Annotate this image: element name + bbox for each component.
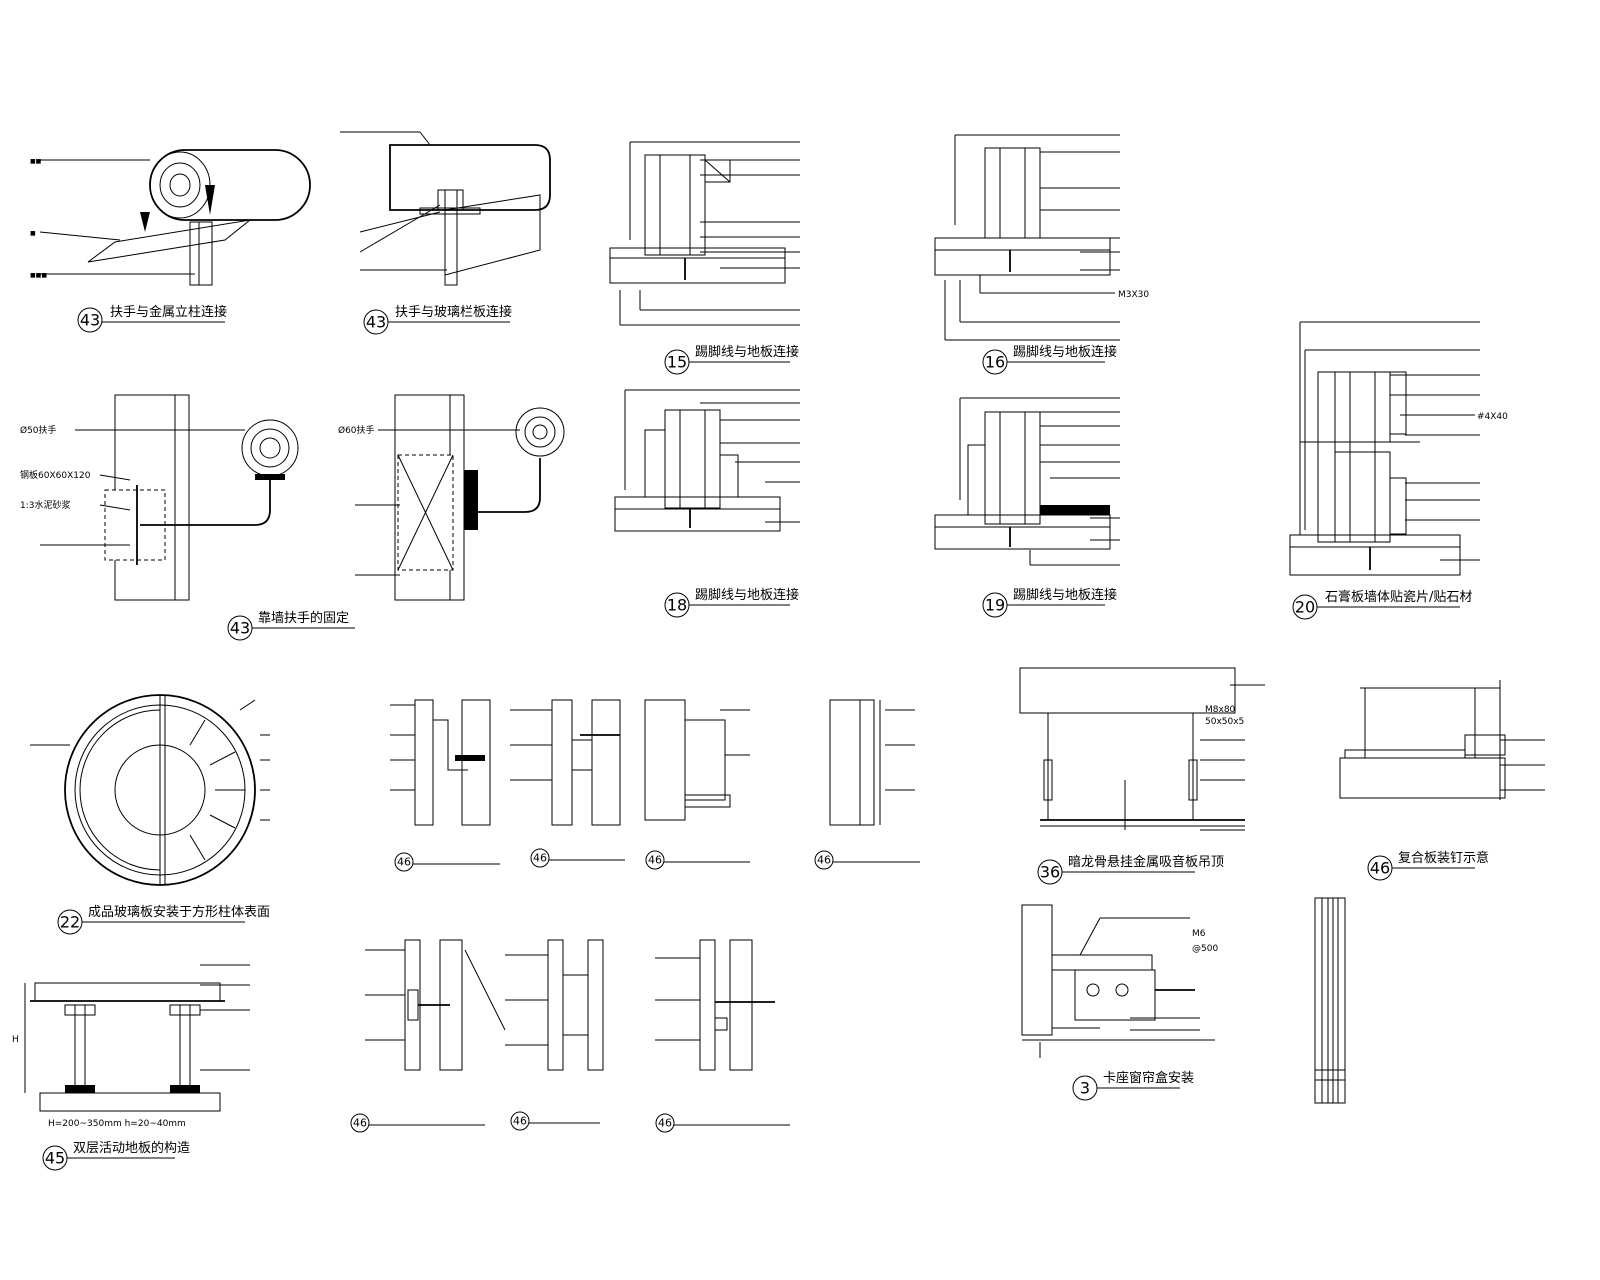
detail-36: M8x80 50x50x5 36 暗龙骨悬挂金属吸音板吊顶 bbox=[1019, 667, 1265, 885]
vertical-section-strip bbox=[1314, 897, 1346, 1104]
detail-number-badge: 16 bbox=[985, 353, 1005, 372]
title-43c: 43 靠墙扶手的固定 bbox=[227, 610, 355, 641]
detail-20: #4X40 20 石膏板墙体贴瓷片/贴石材 bbox=[1289, 321, 1508, 620]
detail-number-badge: 46 bbox=[658, 1117, 672, 1130]
title-18: 18 踢脚线与地板连接 bbox=[664, 587, 799, 618]
dimension-label: @500 bbox=[1192, 944, 1218, 954]
detail-43a: ■■ ■ ■■■ 43 扶手与金属立柱连接 bbox=[30, 149, 311, 333]
dimension-label: 50x50x5 bbox=[1205, 717, 1244, 727]
detail-number-badge: 46 bbox=[397, 856, 411, 869]
title-19: 19 踢脚线与地板连接 bbox=[982, 587, 1117, 618]
detail-46-row3: 46 46 46 bbox=[350, 939, 790, 1133]
detail-title: 双层活动地板的构造 bbox=[73, 1140, 190, 1156]
detail-number-badge: 43 bbox=[230, 619, 250, 638]
title-43a: 43 扶手与金属立柱连接 bbox=[77, 304, 227, 333]
title-46-nailing: 46 复合板装钉示意 bbox=[1367, 850, 1489, 881]
detail-number-badge: 15 bbox=[667, 353, 687, 372]
dimension-label: M6 bbox=[1192, 929, 1206, 939]
detail-title: 靠墙扶手的固定 bbox=[258, 610, 349, 626]
detail-18: 18 踢脚线与地板连接 bbox=[614, 389, 800, 618]
detail-title: 扶手与金属立柱连接 bbox=[110, 304, 227, 320]
detail-number-badge: 46 bbox=[513, 1115, 527, 1128]
detail-number-badge: 20 bbox=[1295, 598, 1315, 617]
detail-number-badge: 46 bbox=[1370, 859, 1390, 878]
detail-43b: 43 扶手与玻璃栏板连接 bbox=[340, 131, 551, 335]
title-45: 45 双层活动地板的构造 bbox=[42, 1140, 190, 1171]
title-46-r2c: 46 bbox=[645, 850, 750, 870]
dimension-label: M3X30 bbox=[1118, 290, 1149, 300]
detail-46-row2: 46 46 46 46 bbox=[390, 699, 920, 872]
dimension-label: 钢板60X60X120 bbox=[20, 469, 91, 481]
title-22: 22 成品玻璃板安装于方形柱体表面 bbox=[57, 904, 270, 935]
detail-title: 踢脚线与地板连接 bbox=[1013, 587, 1117, 603]
dimension-label: Ø60扶手 bbox=[338, 424, 375, 436]
detail-number-badge: 43 bbox=[80, 311, 100, 330]
detail-title: 成品玻璃板安装于方形柱体表面 bbox=[88, 904, 270, 920]
detail-19: 19 踢脚线与地板连接 bbox=[934, 397, 1120, 618]
detail-number-badge: 46 bbox=[353, 1117, 367, 1130]
detail-title: 复合板装钉示意 bbox=[1398, 850, 1489, 866]
dimension-label: M8x80 bbox=[1205, 705, 1236, 715]
title-46-r2d: 46 bbox=[814, 850, 920, 870]
title-16: 16 踢脚线与地板连接 bbox=[982, 344, 1117, 375]
detail-title: 石膏板墙体贴瓷片/贴石材 bbox=[1325, 589, 1472, 605]
svg-text:■■■: ■■■ bbox=[30, 272, 47, 279]
detail-22: 22 成品玻璃板安装于方形柱体表面 bbox=[30, 694, 270, 935]
detail-46-nailing: 46 复合板装钉示意 bbox=[1339, 680, 1545, 881]
title-46-r2b: 46 bbox=[530, 848, 625, 868]
detail-number-badge: 22 bbox=[60, 913, 80, 932]
detail-45: H H=200~350mm h=20~40mm 45 双层活动地板的构造 bbox=[12, 964, 250, 1171]
detail-number-badge: 43 bbox=[366, 313, 386, 332]
dimension-label: 1:3水泥砂浆 bbox=[20, 499, 71, 511]
title-3: 3 卡座窗帘盒安装 bbox=[1072, 1070, 1194, 1101]
title-43b: 43 扶手与玻璃栏板连接 bbox=[363, 304, 512, 335]
title-20: 20 石膏板墙体贴瓷片/贴石材 bbox=[1292, 589, 1472, 620]
detail-43c: Ø50扶手 钢板60X60X120 1:3水泥砂浆 Ø60扶手 43 靠墙扶手的… bbox=[20, 394, 565, 641]
detail-number-badge: 46 bbox=[817, 854, 831, 867]
detail-number-badge: 46 bbox=[648, 854, 662, 867]
title-36: 36 暗龙骨悬挂金属吸音板吊顶 bbox=[1037, 854, 1224, 885]
detail-16: M3X30 16 踢脚线与地板连接 bbox=[934, 134, 1149, 375]
detail-3: M6 @500 3 卡座窗帘盒安装 bbox=[1021, 904, 1218, 1101]
title-46-r3c: 46 bbox=[655, 1113, 790, 1133]
dimension-label: H bbox=[12, 1035, 19, 1045]
detail-number-badge: 3 bbox=[1080, 1079, 1090, 1098]
detail-15: 15 踢脚线与地板连接 bbox=[609, 141, 800, 375]
title-15: 15 踢脚线与地板连接 bbox=[664, 344, 799, 375]
title-46-r3a: 46 bbox=[350, 1113, 485, 1133]
detail-title: 踢脚线与地板连接 bbox=[1013, 344, 1117, 360]
detail-title: 踢脚线与地板连接 bbox=[695, 344, 799, 360]
dimension-label: H=200~350mm h=20~40mm bbox=[48, 1119, 186, 1129]
detail-number-badge: 18 bbox=[667, 596, 687, 615]
detail-number-badge: 36 bbox=[1040, 863, 1060, 882]
detail-title: 卡座窗帘盒安装 bbox=[1103, 1070, 1194, 1086]
svg-text:■■: ■■ bbox=[30, 158, 42, 165]
detail-number-badge: 45 bbox=[45, 1149, 65, 1168]
dimension-label: #4X40 bbox=[1477, 412, 1508, 422]
detail-title: 踢脚线与地板连接 bbox=[695, 587, 799, 603]
dimension-label: Ø50扶手 bbox=[20, 424, 57, 436]
detail-title: 扶手与玻璃栏板连接 bbox=[395, 304, 512, 320]
detail-number-badge: 46 bbox=[533, 852, 547, 865]
detail-title: 暗龙骨悬挂金属吸音板吊顶 bbox=[1068, 854, 1224, 870]
detail-number-badge: 19 bbox=[985, 596, 1005, 615]
title-46-r2a: 46 bbox=[394, 852, 500, 872]
svg-text:■: ■ bbox=[30, 230, 36, 237]
title-46-r3b: 46 bbox=[510, 1111, 600, 1131]
